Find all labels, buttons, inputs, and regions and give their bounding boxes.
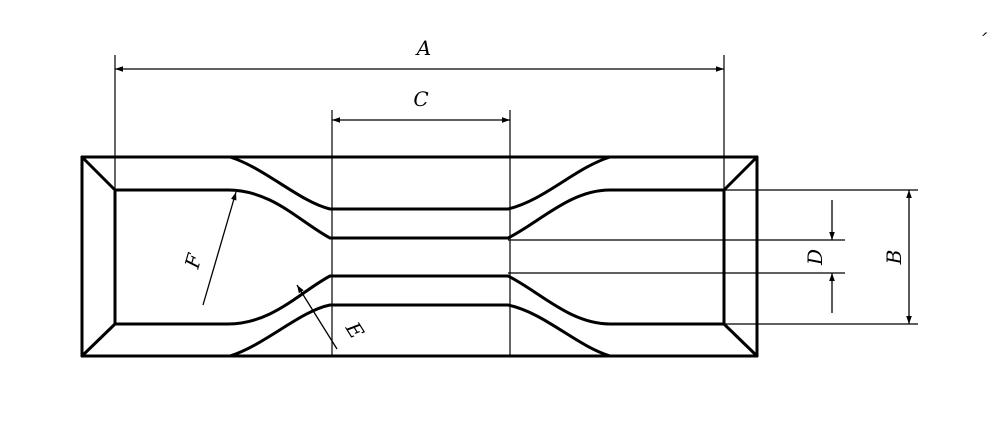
bevel-line-bottom-left xyxy=(80,322,117,358)
label-a: A xyxy=(415,36,431,60)
stray-mark: ´ xyxy=(977,29,988,53)
label-c: C xyxy=(413,87,428,111)
bevel-line-top-right xyxy=(722,155,759,192)
label-b: B xyxy=(882,250,906,266)
outer-frame xyxy=(80,155,759,358)
radius-leader-e xyxy=(296,284,338,350)
label-f: F xyxy=(180,250,207,272)
bevel-line-bottom-right xyxy=(722,322,759,358)
label-e: E xyxy=(340,317,369,343)
dumbbell-bevel-bottom xyxy=(228,303,612,358)
dumbbell-bevel-top xyxy=(228,155,612,211)
radius-leader-f xyxy=(202,191,237,306)
label-d: D xyxy=(803,249,827,266)
bevel-line-top-left xyxy=(80,155,117,192)
